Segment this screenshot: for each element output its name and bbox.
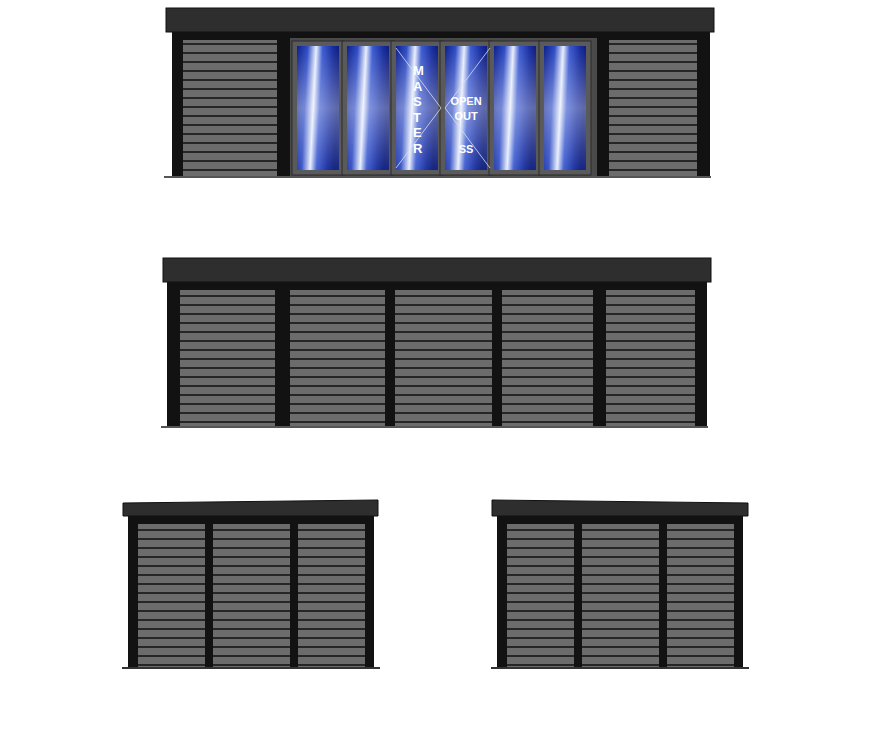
drawing-stroke <box>128 516 374 668</box>
drawing-stroke <box>167 282 707 427</box>
door-label: OPEN OUT <box>449 94 483 124</box>
door-label: SS <box>449 142 483 157</box>
drawing-stroke <box>166 8 714 32</box>
drawing-stroke <box>606 290 695 426</box>
drawing-stroke <box>609 40 697 176</box>
door-frame <box>539 41 591 175</box>
door-frame <box>342 41 394 175</box>
glass-shine <box>494 46 536 170</box>
glass-pane <box>544 46 586 170</box>
glass-pane <box>445 46 487 170</box>
drawing-stroke <box>582 524 659 667</box>
glass-pane <box>297 46 339 170</box>
glass-shine <box>445 46 487 170</box>
drawing-stroke <box>163 258 711 282</box>
front-elevation <box>164 8 714 177</box>
drawing-stroke <box>183 40 277 176</box>
drawing-stroke <box>298 524 365 667</box>
door-frame <box>391 41 443 175</box>
drawing-stroke <box>502 290 593 426</box>
drawing-stroke <box>491 667 749 669</box>
drawing-stroke <box>172 32 710 177</box>
glass-pane <box>396 46 438 170</box>
door-frame <box>440 41 492 175</box>
drawing-stroke <box>292 41 591 175</box>
drawing-stroke <box>122 667 380 669</box>
glass-pane <box>347 46 389 170</box>
drawing-stroke <box>138 524 205 667</box>
drawing-stroke <box>667 524 734 667</box>
glass-shine <box>297 46 339 170</box>
drawing-stroke <box>180 290 275 426</box>
door-frame <box>292 41 344 175</box>
door-label: MASTER <box>413 63 420 157</box>
drawing-stroke <box>123 500 378 516</box>
rear-elevation <box>161 258 711 427</box>
drawing-stroke <box>213 524 290 667</box>
drawing-stroke <box>290 290 385 426</box>
drawing-stroke <box>290 38 597 177</box>
glass-shine <box>347 46 389 170</box>
side-elevation-left <box>122 500 380 668</box>
opening-line <box>396 48 441 168</box>
drawing-stroke <box>164 176 711 178</box>
opening-line <box>445 48 490 168</box>
drawing-stroke <box>395 290 492 426</box>
door-frame <box>489 41 541 175</box>
drawing-stroke <box>492 500 748 516</box>
drawing-stroke <box>497 516 743 668</box>
drawing-stroke <box>507 524 574 667</box>
glass-shine <box>544 46 586 170</box>
glass-pane <box>494 46 536 170</box>
drawing-stroke <box>161 426 708 428</box>
side-elevation-right <box>491 500 749 668</box>
glass-shine <box>396 46 438 170</box>
